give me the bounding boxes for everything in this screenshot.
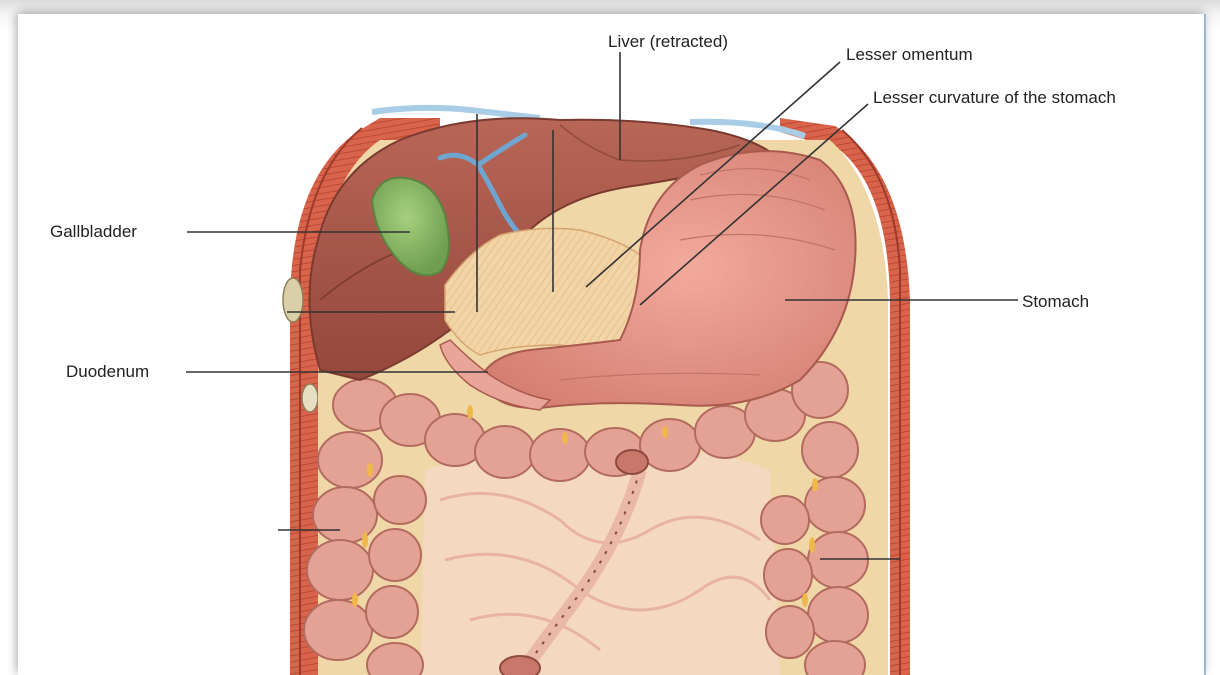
label-liver: Liver (retracted): [608, 32, 728, 52]
label-stomach: Stomach: [1022, 292, 1089, 312]
label-lesser-omentum: Lesser omentum: [846, 45, 973, 65]
small-intestine: [420, 452, 780, 675]
label-gallbladder: Gallbladder: [50, 222, 137, 242]
label-lesser-curvature: Lesser curvature of the stomach: [873, 88, 1116, 108]
label-duodenum: Duodenum: [66, 362, 149, 382]
